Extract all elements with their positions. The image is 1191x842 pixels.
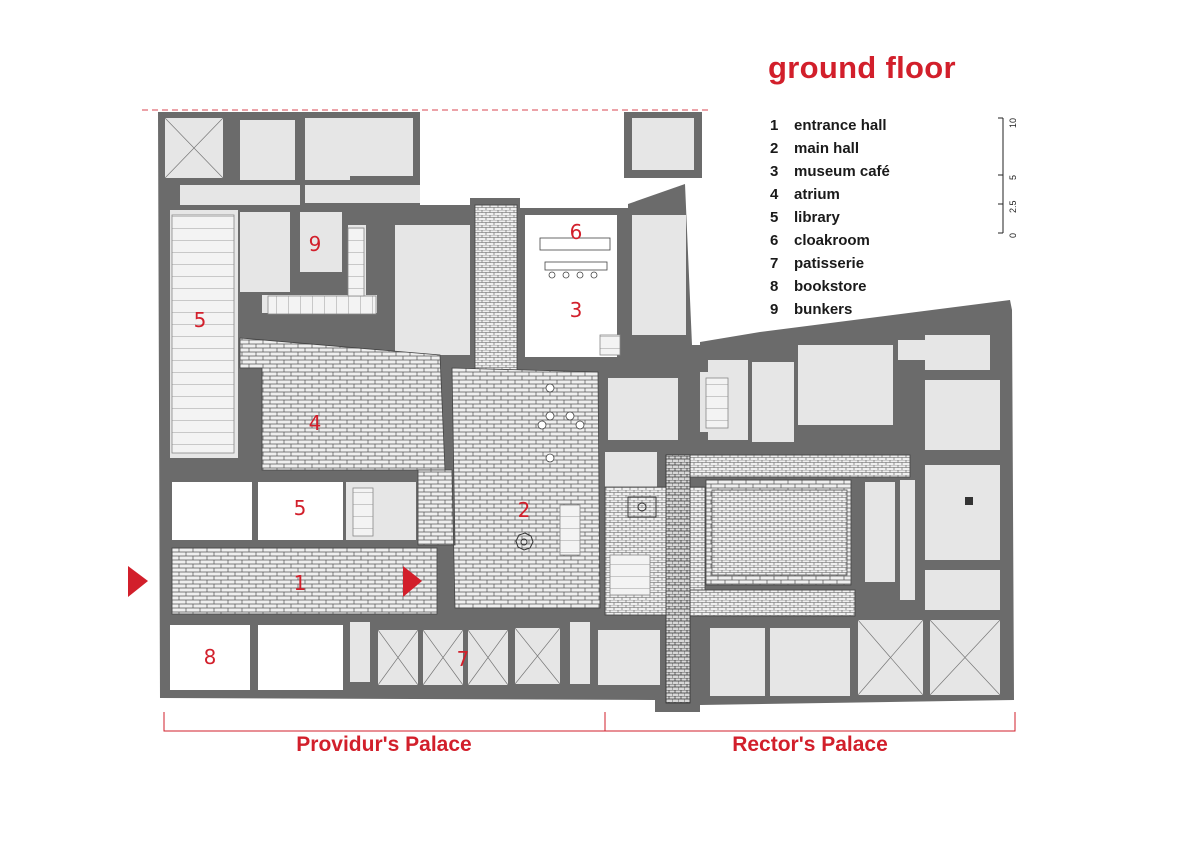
legend-number: 3: [770, 163, 779, 180]
scale-tick-label: 2.5: [1008, 200, 1018, 213]
room-label-library-south: 5: [293, 496, 307, 520]
room-label-atrium: 4: [308, 411, 322, 435]
room-label-patisserie: 7: [456, 647, 470, 671]
page-title: ground floor: [768, 50, 956, 85]
legend-label: entrance hall: [794, 117, 887, 134]
legend-number: 6: [770, 232, 779, 249]
legend-item: 6 cloakroom: [770, 229, 890, 252]
legend-item: 1 entrance hall: [770, 114, 890, 137]
legend-label: museum café: [794, 163, 890, 180]
legend-label: bunkers: [794, 301, 853, 318]
legend-item: 2 main hall: [770, 137, 890, 160]
room-label-main-hall: 2: [517, 498, 531, 522]
scale-tick-label: 10: [1008, 117, 1018, 128]
scale-tick-label: 5: [1008, 174, 1018, 180]
outer-entrance-arrow-icon: [128, 566, 148, 597]
scale-bar: [998, 117, 1004, 234]
scale-tick-label: 0: [1008, 232, 1018, 238]
rector-well-icon: [627, 496, 657, 518]
fountain-icon: [515, 532, 534, 551]
legend-label: bookstore: [794, 278, 867, 295]
legend-number: 7: [770, 255, 779, 272]
legend-item: 9 bunkers: [770, 298, 890, 321]
column-marker: [965, 497, 973, 505]
legend-number: 2: [770, 140, 779, 157]
legend-item: 8 bookstore: [770, 275, 890, 298]
legend-item: 4 atrium: [770, 183, 890, 206]
legend-label: library: [794, 209, 840, 226]
inner-entrance-arrow-icon: [403, 566, 422, 597]
room-label-entrance-hall: 1: [293, 571, 307, 595]
room-legend: 1 entrance hall 2 main hall 3 museum café 4…: [770, 114, 890, 321]
legend-item: 7 patisserie: [770, 252, 890, 275]
paved-areas: [171, 204, 911, 704]
legend-label: patisserie: [794, 255, 865, 272]
palace-label-rector: Rector's Palace: [732, 733, 888, 756]
legend-number: 9: [770, 301, 779, 318]
room-label-bookstore: 8: [203, 645, 217, 669]
legend-label: cloakroom: [794, 232, 870, 249]
legend-number: 4: [770, 186, 779, 203]
rooms-white: [170, 215, 617, 690]
room-label-cloakroom: 6: [569, 220, 583, 244]
stairs: [171, 214, 729, 596]
palace-brackets: [163, 712, 1016, 732]
palace-label-providur: Providur's Palace: [296, 733, 472, 756]
room-label-library-north: 5: [193, 308, 207, 332]
legend-number: 1: [770, 117, 779, 134]
room-label-museum-cafe: 3: [569, 298, 583, 322]
legend-item: 5 library: [770, 206, 890, 229]
room-label-bunkers: 9: [308, 232, 322, 256]
legend-label: atrium: [794, 186, 840, 203]
vault-lines: [164, 117, 1001, 696]
legend-number: 5: [770, 209, 779, 226]
legend-label: main hall: [794, 140, 860, 157]
legend-number: 8: [770, 278, 779, 295]
legend-item: 3 museum café: [770, 160, 890, 183]
cafe-furniture: [537, 237, 611, 463]
